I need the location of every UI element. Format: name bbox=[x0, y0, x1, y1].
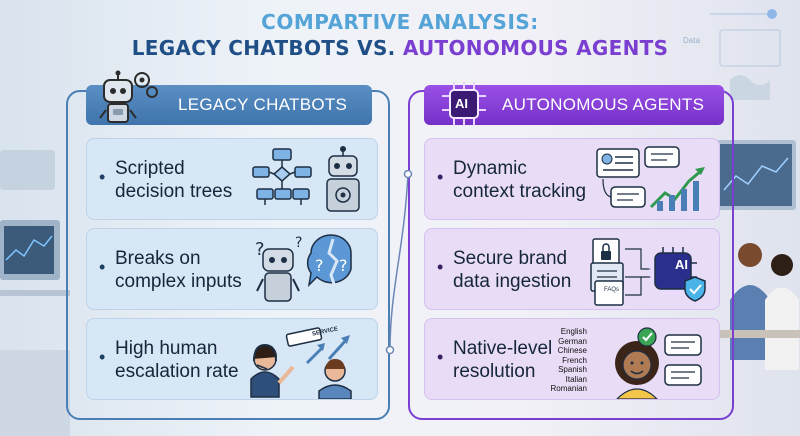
language-list: English German Chinese French Spanish It… bbox=[551, 327, 587, 394]
svg-text:?: ? bbox=[315, 256, 324, 275]
legacy-card-escalation: • High human escalation rate SERVICE bbox=[86, 318, 378, 400]
legacy-header-title: LEGACY CHATBOTS bbox=[178, 95, 348, 114]
legacy-card-text: Breaks on complex inputs bbox=[115, 248, 242, 292]
robot-gear-icon bbox=[99, 70, 158, 123]
svg-text:?: ? bbox=[339, 256, 348, 275]
language-item: Chinese bbox=[557, 346, 587, 355]
data-ingestion-icon bbox=[590, 238, 706, 306]
title-legacy: LEGACY CHATBOTS VS. bbox=[131, 36, 396, 60]
svg-text:?: ? bbox=[255, 239, 265, 260]
title-agents: AUTONOMOUS AGENTS bbox=[402, 36, 669, 60]
legacy-header: LEGACY CHATBOTS bbox=[86, 85, 372, 125]
language-item: French bbox=[562, 355, 587, 365]
title-line-1: COMPARTIVE ANALYSIS: bbox=[261, 10, 539, 34]
bullet-icon: • bbox=[99, 167, 106, 187]
background-monitors-left bbox=[0, 150, 70, 436]
legacy-card-breaks: • Breaks on complex inputs ? ? ? ? bbox=[86, 228, 378, 310]
agents-card-resolution: • Native-level resolution English German… bbox=[424, 318, 720, 400]
bullet-icon: • bbox=[437, 167, 444, 187]
legacy-card-scripted: • Scripted decision trees bbox=[86, 138, 378, 220]
background-office-right bbox=[710, 9, 800, 370]
confused-robot-icon: ? ? ? ? bbox=[255, 234, 352, 302]
escalation-agent-icon bbox=[250, 327, 352, 399]
ai-chip-icon bbox=[442, 82, 486, 126]
language-item: Spanish bbox=[558, 365, 587, 374]
agents-card-text: Secure brand data ingestion bbox=[453, 248, 572, 292]
svg-text:?: ? bbox=[295, 235, 302, 251]
flowchart-robot-icon bbox=[252, 146, 360, 212]
ai-chip-label: AI bbox=[675, 257, 688, 272]
bullet-icon: • bbox=[437, 257, 444, 277]
agents-card-text: Native-level resolution bbox=[453, 338, 553, 382]
agents-card-ingestion: • Secure brand data ingestion AI FAQs bbox=[424, 228, 720, 310]
agents-card-context: • Dynamic context tracking bbox=[424, 138, 720, 220]
happy-customer-icon bbox=[615, 327, 702, 399]
agents-header-title: AUTONOMOUS AGENTS bbox=[502, 95, 705, 114]
language-item: English bbox=[560, 327, 587, 336]
language-item: Romanian bbox=[550, 384, 587, 393]
language-item: German bbox=[558, 336, 587, 346]
faqs-doc-label: FAQs bbox=[604, 287, 620, 293]
ai-chip-label: AI bbox=[455, 96, 468, 111]
legacy-card-text: Scripted decision trees bbox=[115, 158, 233, 202]
background-data-label: Data bbox=[683, 36, 700, 45]
title-line-2: LEGACY CHATBOTS VS. AUTONOMOUS AGENTS bbox=[0, 35, 800, 61]
agents-card-text: Dynamic context tracking bbox=[453, 158, 587, 202]
page-title: COMPARTIVE ANALYSIS: LEGACY CHATBOTS VS.… bbox=[0, 9, 800, 61]
panel-connector bbox=[385, 170, 413, 355]
legacy-card-text: High human escalation rate bbox=[115, 338, 239, 382]
context-chart-icon bbox=[596, 146, 705, 211]
bullet-icon: • bbox=[437, 347, 444, 367]
bullet-icon: • bbox=[99, 347, 106, 367]
bullet-icon: • bbox=[99, 257, 106, 277]
language-item: Italian bbox=[565, 374, 587, 384]
